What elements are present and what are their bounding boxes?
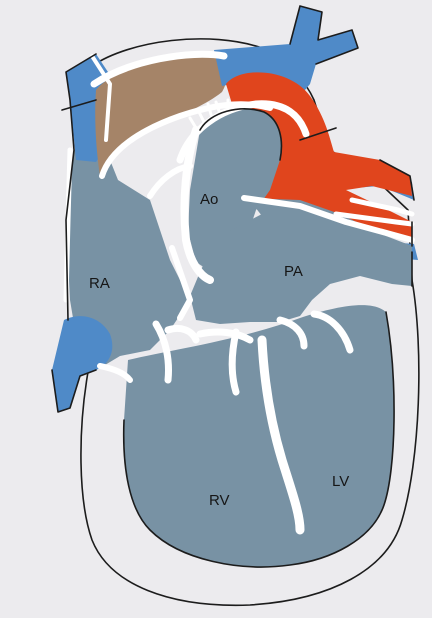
arch-pointer-line [299,127,337,141]
aorta-left-wall [180,126,214,284]
arch-branch-walls [188,98,230,130]
tricuspid-valve-left [152,320,200,384]
svc-outline [65,53,97,321]
ventricular-mass [123,305,395,567]
ductus-vessel [95,56,228,176]
tricuspid-valve-right [196,328,254,396]
ventricle-outline [122,311,395,568]
septum-gap [169,245,193,321]
vein-branch-wall [333,211,415,227]
ivc-outline [51,369,97,413]
label-lv: LV [332,473,349,490]
inferior-vena-cava [52,316,113,412]
label-ao: Ao [200,191,218,208]
aorta-vessel [188,108,282,275]
aortic-arch [226,72,412,238]
label-ra: RA [89,275,110,292]
pa-upper-wall [241,195,415,243]
label-rv: RV [209,492,230,509]
pulmonary-artery [190,212,412,324]
aorta-outline [199,108,283,161]
vein-branch-wall-2 [349,197,415,217]
right-vessels-outline [379,159,415,287]
right-atrium [66,140,190,368]
ra-lower-wall [97,363,133,383]
left-atrium [248,198,412,252]
upper-vessel-outline [289,5,359,65]
duct-pointer-line [61,99,97,111]
svc-wall [90,54,112,142]
mitral-valve [276,310,354,354]
interventricular-septum [257,335,305,535]
label-pa: PA [284,263,303,280]
